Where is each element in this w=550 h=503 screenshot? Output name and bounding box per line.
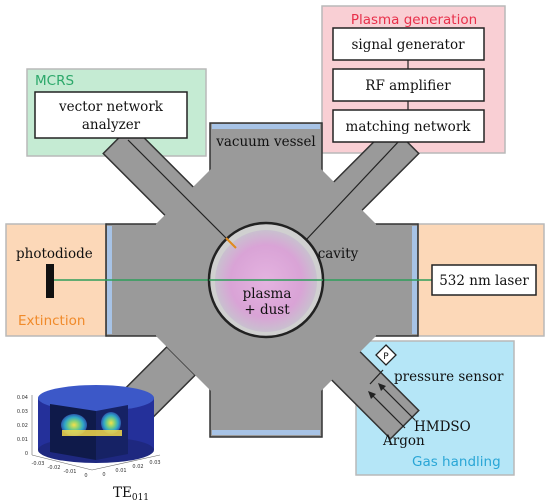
signal-generator-block	[332, 27, 485, 61]
y-tick-0: 0	[102, 472, 105, 478]
hmdso-arrow	[378, 383, 386, 391]
vacuum-vessel	[102, 122, 420, 440]
x-tick-0: -0.03	[32, 461, 45, 467]
mcrs-antenna-tip	[225, 237, 237, 249]
rf-amplifier-block	[332, 68, 485, 102]
photodiode-label: photodiode	[16, 246, 93, 262]
mode-label-subscript: 011	[132, 493, 149, 503]
pressure-sensor-label: pressure sensor	[394, 369, 504, 385]
plasma-label-line2: + dust	[244, 302, 290, 318]
analyzer-label-line2: analyzer	[82, 117, 141, 133]
y-tick-2: 0.02	[132, 464, 143, 470]
laser-label: 532 nm laser	[439, 273, 529, 289]
argon-label: Argon	[382, 433, 425, 449]
bottom-window	[212, 430, 320, 435]
photodiode	[46, 264, 54, 298]
gas-handling-title: Gas handling	[412, 454, 501, 470]
z-tick-4: 0	[25, 451, 28, 457]
matching-network-label: matching network	[346, 119, 472, 135]
y-tick-1: 0.01	[115, 468, 126, 474]
y-tick-3: 0.03	[149, 460, 160, 466]
matching-network-block	[332, 109, 485, 143]
vector-network-analyzer-block	[34, 91, 188, 139]
mode-label-main: TE	[113, 485, 132, 501]
x-tick-3: 0	[84, 473, 87, 479]
pressure-sensor-icon: P	[375, 344, 397, 366]
analyzer-label-line1: vector network	[58, 99, 164, 115]
x-axis	[31, 454, 93, 471]
extinction-title: Extinction	[18, 313, 85, 329]
argon-arrow	[368, 391, 376, 399]
mode-label: TE011	[113, 485, 149, 503]
hmdso-label: HMDSO	[414, 419, 471, 435]
field-hotspot-right	[101, 412, 121, 434]
mcrs-title: MCRS	[35, 73, 74, 89]
top-window	[212, 124, 320, 129]
hmdso-inlet	[380, 385, 416, 421]
vacuum-vessel-label: vacuum vessel	[215, 134, 316, 150]
plasma-generation-title: Plasma generation	[351, 12, 477, 28]
signal-generator-label: signal generator	[351, 37, 465, 53]
cylinder-top	[38, 385, 154, 411]
pressure-sensor-symbol: P	[383, 352, 389, 362]
z-tick-1: 0.03	[17, 409, 28, 415]
cavity-label: cavity	[318, 246, 359, 262]
field-band	[62, 430, 122, 436]
plasma-region	[215, 230, 317, 332]
te011-mode-plot: 0.04 0.03 0.02 0.01 0 -0.03 -0.02 -0.01 …	[17, 385, 161, 503]
plasma-label-line1: plasma	[243, 286, 292, 302]
rf-amplifier-label: RF amplifier	[365, 78, 451, 94]
x-tick-2: -0.01	[64, 469, 77, 475]
rf-antenna-cable	[305, 139, 401, 241]
x-tick-1: -0.02	[48, 465, 61, 471]
z-tick-2: 0.02	[17, 423, 28, 429]
gas-line-upper	[369, 369, 384, 385]
z-tick-3: 0.01	[17, 437, 28, 443]
argon-inlet	[370, 393, 406, 429]
z-tick-0: 0.04	[17, 395, 28, 401]
laser-block	[431, 264, 537, 296]
y-axis	[91, 454, 161, 471]
mcrs-antenna-cable	[127, 139, 233, 245]
